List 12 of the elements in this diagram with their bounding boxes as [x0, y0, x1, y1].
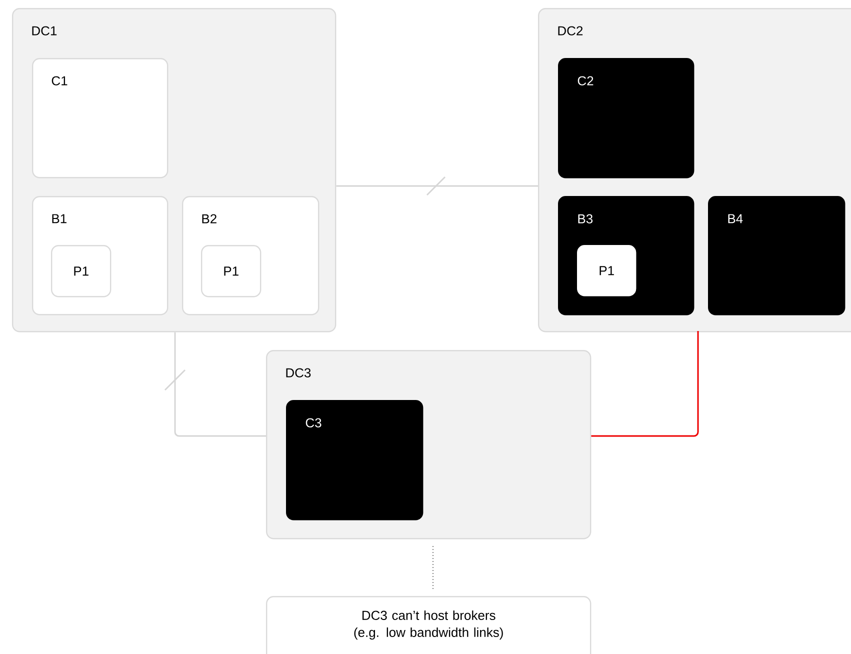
cluster-box: C1	[32, 58, 168, 178]
cluster-box: C2	[558, 58, 694, 178]
connector-line	[591, 331, 699, 437]
cluster-box: C3	[286, 400, 424, 520]
cluster-box: P1	[201, 245, 262, 298]
cluster-box: P1	[51, 245, 112, 298]
note-box: DC3 can’t host brokers (e.g. low bandwidth links)	[266, 596, 592, 654]
connector-line	[432, 546, 434, 590]
connector-line	[174, 332, 266, 437]
connector-line	[336, 185, 538, 187]
pod-box: P1	[577, 245, 636, 296]
cluster-box: B4	[708, 196, 846, 316]
